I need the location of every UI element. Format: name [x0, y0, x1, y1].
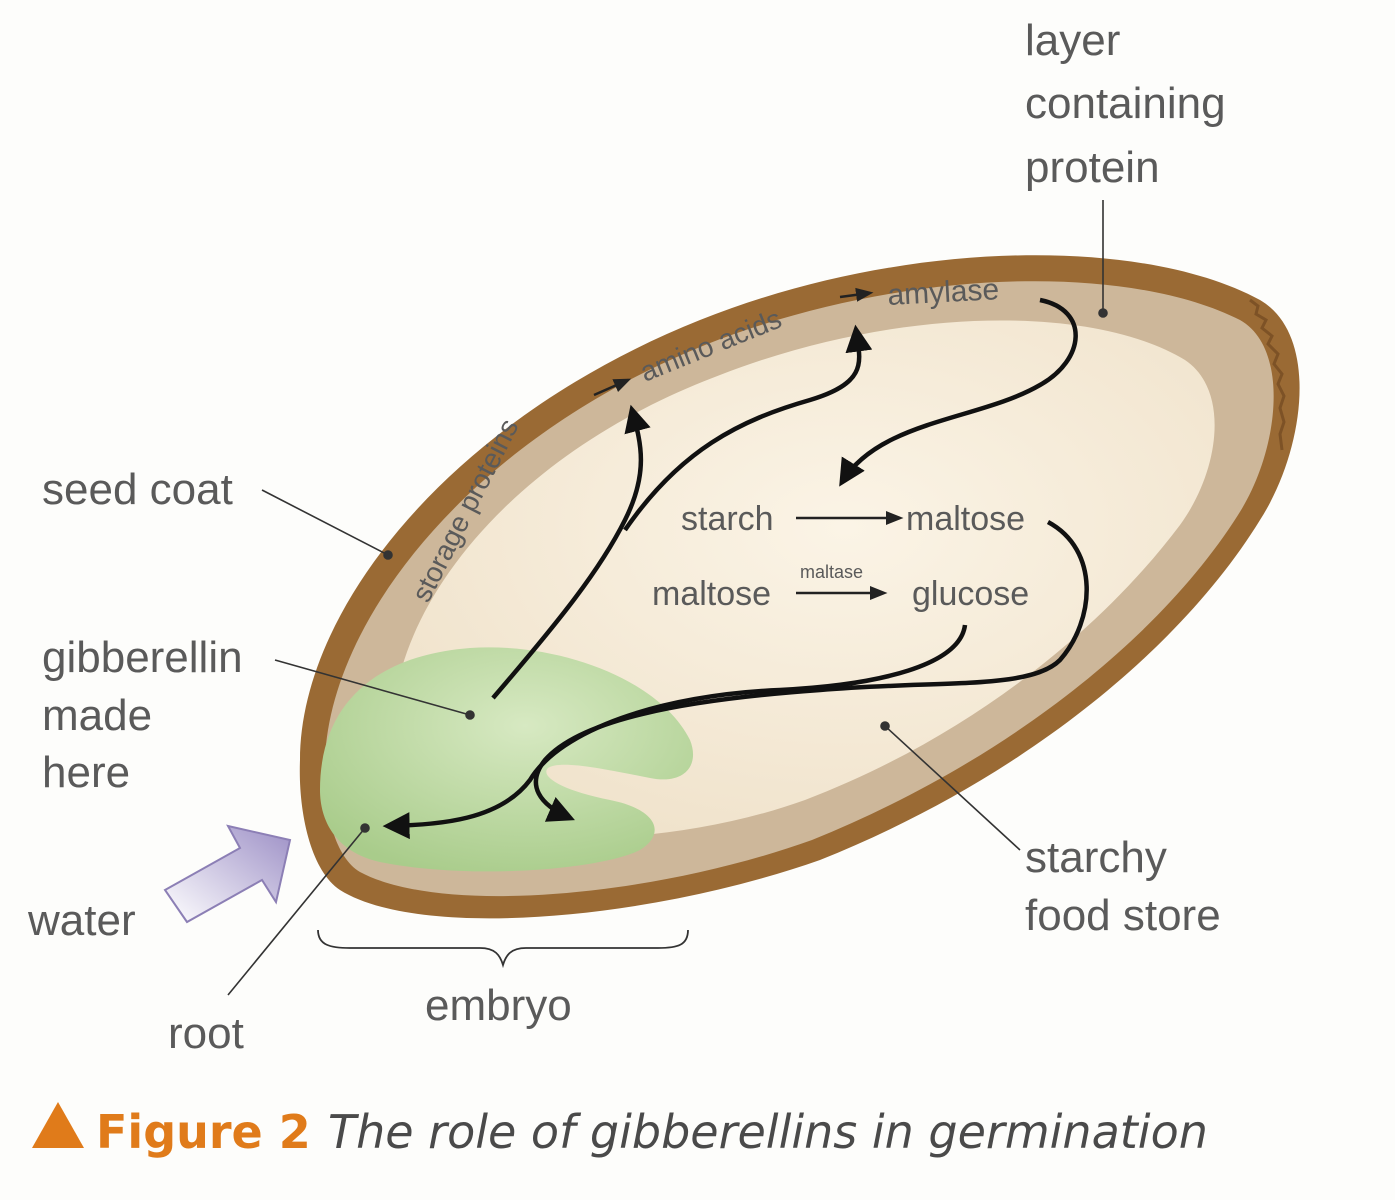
label-embryo: embryo	[425, 981, 572, 1030]
arrow-to-storage-proteins	[491, 404, 651, 700]
label-protein: protein	[1025, 143, 1160, 192]
label-glucose: glucose	[912, 575, 1029, 613]
process-arrows	[382, 297, 1089, 840]
caption-triangle-icon	[32, 1102, 84, 1148]
seed-coat-texture	[1249, 298, 1286, 451]
arrow-storage-amino	[593, 378, 632, 397]
label-amylase: amylase	[887, 273, 1000, 312]
label-containing: containing	[1025, 79, 1226, 128]
label-root: root	[168, 1009, 244, 1058]
label-food-store: food store	[1025, 891, 1221, 940]
label-water: water	[27, 896, 136, 945]
label-layer: layer	[1025, 16, 1120, 65]
arrow-amylase-to-starch	[839, 297, 1078, 487]
label-starch: starch	[681, 500, 774, 538]
label-gibberellin: gibberellin	[42, 633, 243, 682]
label-maltose-product: maltose	[906, 500, 1025, 538]
reaction-arrows	[593, 287, 904, 600]
label-maltase: maltase	[800, 562, 863, 582]
water-arrow	[163, 824, 292, 924]
caption-text: The role of gibberellins in germination	[328, 1105, 1208, 1159]
label-seed-coat: seed coat	[42, 465, 233, 514]
embryo-shape	[320, 647, 694, 872]
caption-figure-number: Figure 2	[96, 1105, 311, 1159]
embryo-brace	[317, 929, 689, 969]
arrow-amino-amylase	[839, 287, 874, 302]
label-maltose-substrate: maltose	[652, 575, 771, 613]
pointer-lines	[227, 200, 1108, 996]
label-made: made	[42, 691, 152, 740]
label-starchy: starchy	[1025, 833, 1167, 882]
arrow-to-amino-acids	[623, 324, 873, 532]
arrow-maltose-to-embryo	[533, 520, 1089, 822]
label-here: here	[42, 748, 130, 797]
